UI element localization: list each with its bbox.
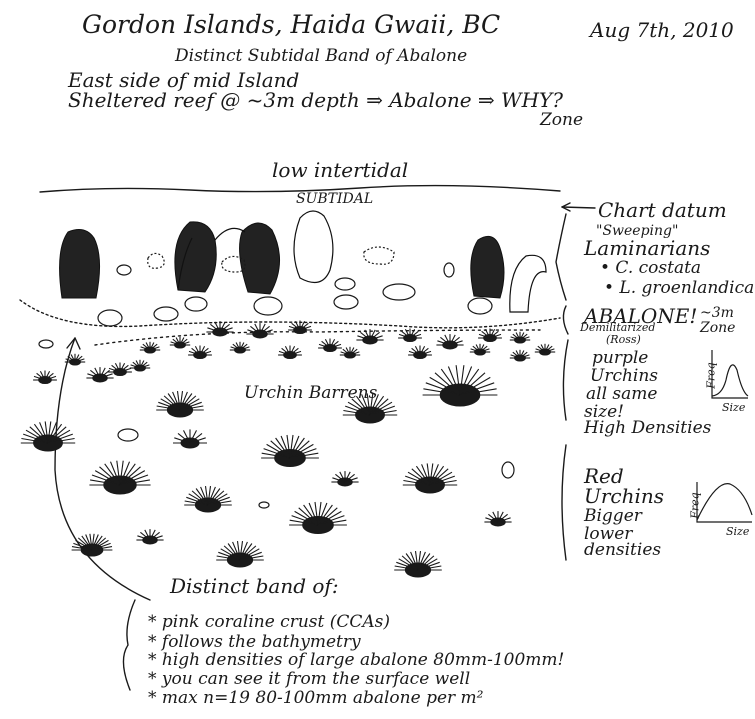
urchin <box>136 529 163 544</box>
abalone-13 <box>259 502 269 508</box>
footer-item-5: * max n=19 80-100mm abalone per m² <box>148 690 484 707</box>
chart-datum-arrow <box>562 207 595 208</box>
urchin <box>33 371 57 384</box>
abalone-11 <box>118 429 138 441</box>
laminarian-bracket <box>556 214 566 300</box>
abalone-bracket <box>563 306 568 334</box>
abalone-zone-word: Zone <box>700 321 735 335</box>
kelp-ribbed-1 <box>294 211 333 283</box>
urchin <box>89 461 150 494</box>
urchin <box>510 350 530 361</box>
abalone-3 <box>185 297 207 311</box>
kelp-4 <box>471 236 504 298</box>
urchin <box>403 463 457 493</box>
red-curve <box>697 484 752 520</box>
ross-label: (Ross) <box>606 334 641 345</box>
urchin-barrens-label: Urchin Barrens <box>244 385 377 402</box>
species-costata: • C. costata <box>600 260 701 277</box>
demilitarized-label: Demilitarized <box>580 322 655 333</box>
red-graph-ylabel: Freq <box>690 492 701 518</box>
red-line-1: Red <box>584 466 624 486</box>
red-line-3: Bigger <box>584 508 642 525</box>
abalone-12 <box>502 462 514 478</box>
species-groenlandica: • L. groenlandica <box>604 280 754 297</box>
purple-line-1: purple <box>592 350 648 367</box>
red-bracket <box>562 445 566 560</box>
footer-heading: Distinct band of: <box>170 576 339 596</box>
low-intertidal-label: low intertidal <box>272 160 408 180</box>
urchin <box>216 541 264 567</box>
urchin <box>173 429 207 448</box>
kelp-2 <box>175 222 216 292</box>
urchin <box>289 502 347 534</box>
abalone-7 <box>468 298 492 314</box>
urchin <box>184 486 232 512</box>
abalone-4 <box>254 297 282 315</box>
urchin <box>140 342 160 353</box>
urchin <box>156 391 204 417</box>
kelp-1 <box>60 230 100 298</box>
footer-item-2: * follows the bathymetry <box>148 634 361 651</box>
abalone-8 <box>335 278 355 290</box>
red-line-2: Urchins <box>584 486 664 506</box>
urchin <box>535 344 555 355</box>
abalone-depth-label: ~3m <box>700 306 734 320</box>
purple-graph-ylabel: Freq <box>706 362 717 388</box>
urchin <box>470 344 490 355</box>
urchin <box>394 551 442 577</box>
urchin <box>21 421 75 451</box>
urchin <box>340 347 360 358</box>
kelp-3 <box>240 223 280 294</box>
footer-item-1: * pink coraline crust (CCAs) <box>148 614 390 631</box>
abalone-2 <box>154 307 178 321</box>
footer-item-3: * high densities of large abalone 80mm-1… <box>148 652 564 669</box>
purple-line-5: High Densities <box>584 420 711 437</box>
chart-datum-label: Chart datum <box>598 200 727 220</box>
purple-line-2: Urchins <box>590 368 658 385</box>
urchin <box>278 346 302 359</box>
red-size-graph <box>697 482 752 522</box>
urchin <box>188 346 212 359</box>
urchin <box>408 346 432 359</box>
urchin <box>510 332 530 343</box>
urchin <box>65 354 85 365</box>
purple-line-3: all same <box>586 386 657 403</box>
red-line-5: densities <box>584 542 661 559</box>
laminarians-label: Laminarians <box>584 238 710 258</box>
subtidal-label: SUBTIDAL <box>296 192 373 206</box>
footer-bracket <box>123 600 135 690</box>
urchin <box>436 334 463 349</box>
red-graph-xlabel: Size <box>726 526 749 537</box>
urchin <box>318 339 342 352</box>
kelp-ribbed-2 <box>510 255 546 312</box>
barrens-edge-line <box>95 330 540 345</box>
urchin <box>170 337 190 348</box>
urchin <box>72 534 113 556</box>
urchin <box>86 367 113 382</box>
purple-bracket <box>563 340 568 420</box>
urchin <box>261 435 319 467</box>
abalone-9 <box>117 265 131 275</box>
urchin <box>130 360 150 371</box>
abalone-14 <box>444 263 454 277</box>
abalone-5 <box>334 295 358 309</box>
purple-graph-xlabel: Size <box>722 402 745 413</box>
abalone-1 <box>98 310 122 326</box>
urchin <box>423 365 498 406</box>
urchin <box>484 511 511 526</box>
urchin <box>246 323 273 338</box>
abalone-10 <box>39 340 53 348</box>
abalone-6 <box>383 284 415 300</box>
urchin <box>331 471 358 486</box>
footer-item-4: * you can see it from the surface well <box>148 671 470 688</box>
urchin <box>230 342 250 353</box>
